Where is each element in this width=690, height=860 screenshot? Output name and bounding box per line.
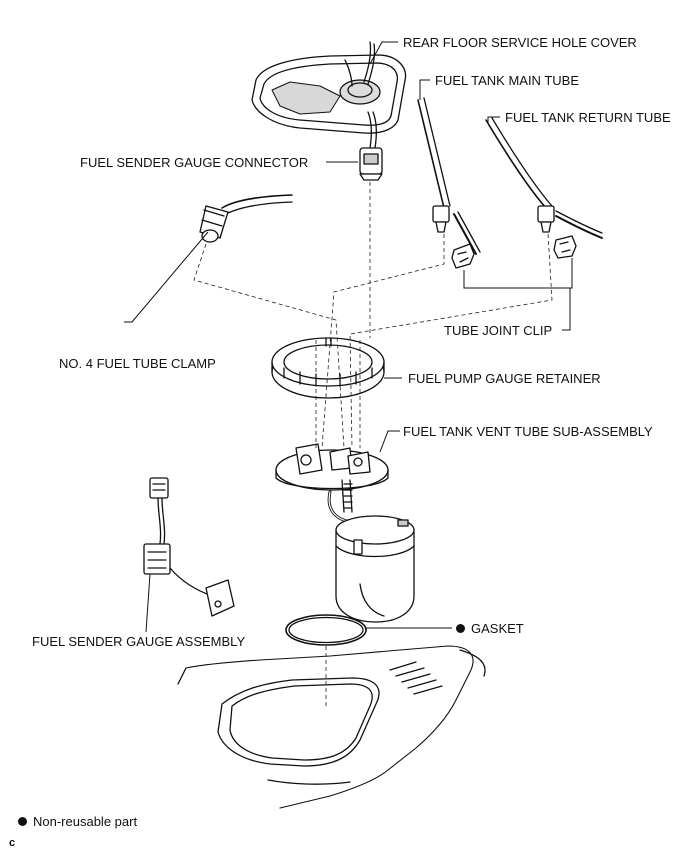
alignment-lines — [193, 182, 553, 708]
legend-dot-icon — [18, 817, 27, 826]
legend-non-reusable: Non-reusable part — [18, 814, 137, 829]
fuel-tube-clamp-part — [199, 194, 293, 243]
label-tube-joint-clip: TUBE JOINT CLIP — [444, 323, 553, 338]
label-fuel-tank-return-tube: FUEL TANK RETURN TUBE — [505, 110, 671, 125]
main-tube-part — [417, 97, 481, 255]
label-fuel-sender-gauge-connector: FUEL SENDER GAUGE CONNECTOR — [80, 155, 309, 170]
figure-code: c — [9, 837, 16, 849]
gasket-part — [285, 614, 367, 646]
service-hole-cover-part — [251, 41, 407, 149]
leader-lines — [124, 41, 573, 633]
fuel-tank-surface — [177, 645, 486, 809]
fuel-pump-body-part — [335, 515, 415, 623]
label-fuel-sender-gauge-assembly: FUEL SENDER GAUGE ASSEMBLY — [32, 634, 246, 649]
gauge-retainer-part — [271, 337, 385, 399]
tube-joint-clips — [451, 235, 577, 269]
label-gasket: GASKET — [456, 621, 524, 636]
label-fuel-tank-main-tube: FUEL TANK MAIN TUBE — [435, 73, 579, 88]
label-fuel-tank-vent-tube-sub-assembly: FUEL TANK VENT TUBE SUB-ASSEMBLY — [403, 424, 653, 439]
legend-text: Non-reusable part — [33, 814, 138, 829]
return-tube-part — [485, 117, 603, 239]
non-reusable-marker-icon — [456, 624, 465, 633]
gasket-text: GASKET — [471, 621, 524, 636]
label-no4-fuel-tube-clamp: NO. 4 FUEL TUBE CLAMP — [59, 356, 216, 371]
gauge-connector-part — [359, 147, 383, 181]
vent-tube-sub-assembly-part — [275, 443, 389, 524]
label-rear-floor-service-hole-cover: REAR FLOOR SERVICE HOLE COVER — [403, 35, 637, 50]
label-fuel-pump-gauge-retainer: FUEL PUMP GAUGE RETAINER — [408, 371, 601, 386]
sender-gauge-assembly-part — [143, 477, 235, 617]
